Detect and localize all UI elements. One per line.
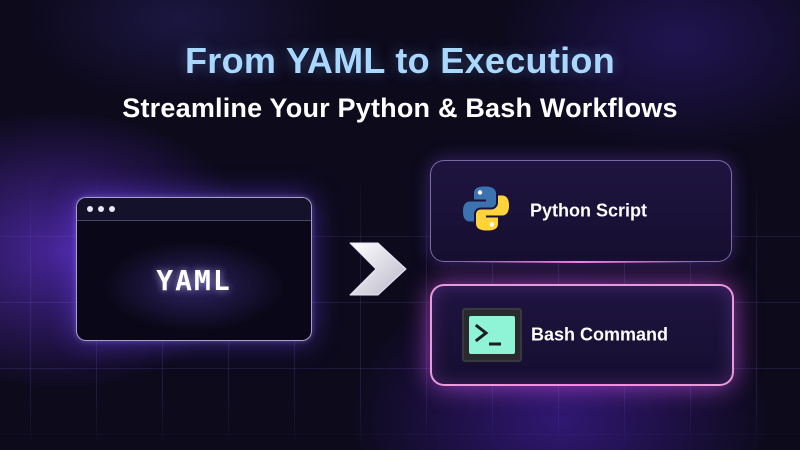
yaml-window: YAML xyxy=(76,197,312,341)
page-subtitle: Streamline Your Python & Bash Workflows xyxy=(122,93,678,123)
bash-command-card: Bash Command xyxy=(430,284,734,386)
python-script-label: Python Script xyxy=(530,200,648,221)
window-dot-icon xyxy=(87,206,93,212)
python-logo-icon xyxy=(461,184,511,239)
chevron-right-icon xyxy=(349,242,407,296)
terminal-icon xyxy=(462,308,522,362)
window-body: YAML xyxy=(77,220,311,340)
window-dot-icon xyxy=(109,206,115,212)
page-title: From YAML to Execution xyxy=(184,40,615,81)
python-script-card: Python Script xyxy=(430,160,732,263)
window-dot-icon xyxy=(98,206,104,212)
yaml-label: YAML xyxy=(156,263,232,297)
window-titlebar xyxy=(77,198,311,221)
bash-command-label: Bash Command xyxy=(531,324,669,345)
